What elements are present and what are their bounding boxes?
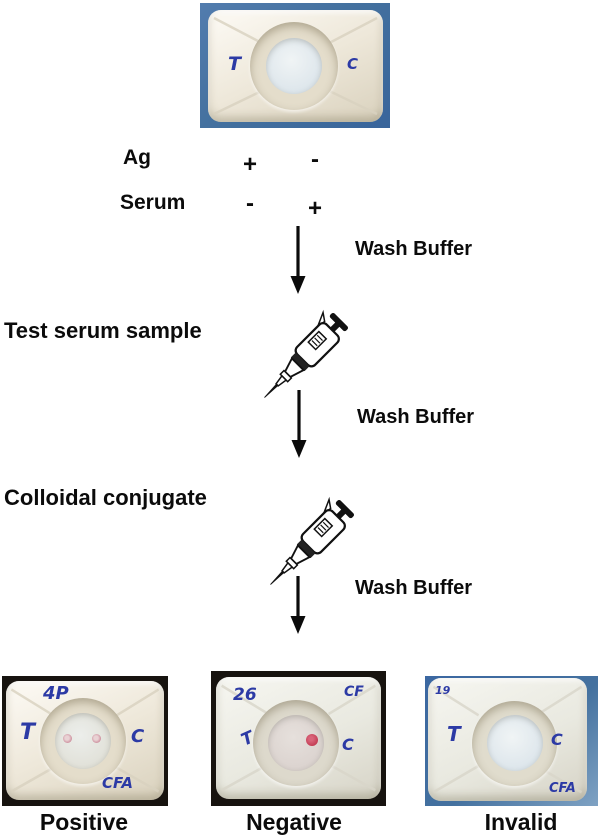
assay-cassette: 19 T C CFA <box>428 678 587 801</box>
control-spot-mark: C <box>347 55 359 73</box>
row-label-ag: Ag <box>123 146 151 169</box>
serum-right-sign: + <box>308 195 323 222</box>
result-caption-positive: Positive <box>39 809 129 835</box>
assay-cassette: T C <box>208 10 383 122</box>
micropipette-icon <box>253 490 365 602</box>
ag-right-sign: - <box>311 146 319 173</box>
sample-id-mark: 19 <box>435 684 451 697</box>
test-spot-mark: T <box>228 53 241 75</box>
assay-cassette: 26 CF T C <box>216 677 381 799</box>
control-spot-mark: C <box>342 735 354 754</box>
sample-id-mark: 26 <box>233 685 257 705</box>
down-arrow-icon <box>290 226 306 294</box>
assay-cassette: 4P T C CFA <box>6 681 164 800</box>
ag-left-sign: + <box>243 151 258 178</box>
antigen-mark: CFA <box>102 774 133 792</box>
antigen-mark: CF <box>344 684 364 700</box>
down-arrow-icon <box>291 390 307 458</box>
wash-buffer-label-2: Wash Buffer <box>357 406 475 428</box>
step-label-test-serum: Test serum sample <box>4 318 202 343</box>
down-arrow-icon <box>290 576 306 634</box>
membrane <box>487 715 543 771</box>
result-caption-invalid: Invalid <box>484 809 558 835</box>
serum-left-sign: - <box>246 190 254 217</box>
sample-id-mark: 4P <box>43 683 69 704</box>
wash-buffer-label-1: Wash Buffer <box>355 238 473 260</box>
negative-result-photo: 26 CF T C <box>211 671 386 806</box>
step-label-colloidal-conjugate: Colloidal conjugate <box>4 485 207 510</box>
cassette-seam-lines <box>213 16 378 116</box>
row-label-serum: Serum <box>120 191 186 214</box>
cassette-seam-lines <box>10 688 160 793</box>
control-spot-mark: C <box>551 730 563 749</box>
result-caption-negative: Negative <box>246 809 342 835</box>
membrane <box>266 38 322 94</box>
test-spot-mark: T <box>447 722 461 746</box>
control-dot <box>306 734 318 746</box>
test-dot <box>63 734 72 743</box>
blank-cassette-photo: T C <box>200 3 390 128</box>
test-spot-mark: T <box>20 720 36 745</box>
micropipette-icon <box>247 303 359 415</box>
antigen-mark: CFA <box>549 781 576 796</box>
wash-buffer-label-3: Wash Buffer <box>355 577 473 599</box>
invalid-result-photo: 19 T C CFA <box>425 676 598 806</box>
control-spot-mark: C <box>131 726 145 747</box>
control-dot <box>92 734 101 743</box>
positive-result-photo: 4P T C CFA <box>2 676 168 806</box>
